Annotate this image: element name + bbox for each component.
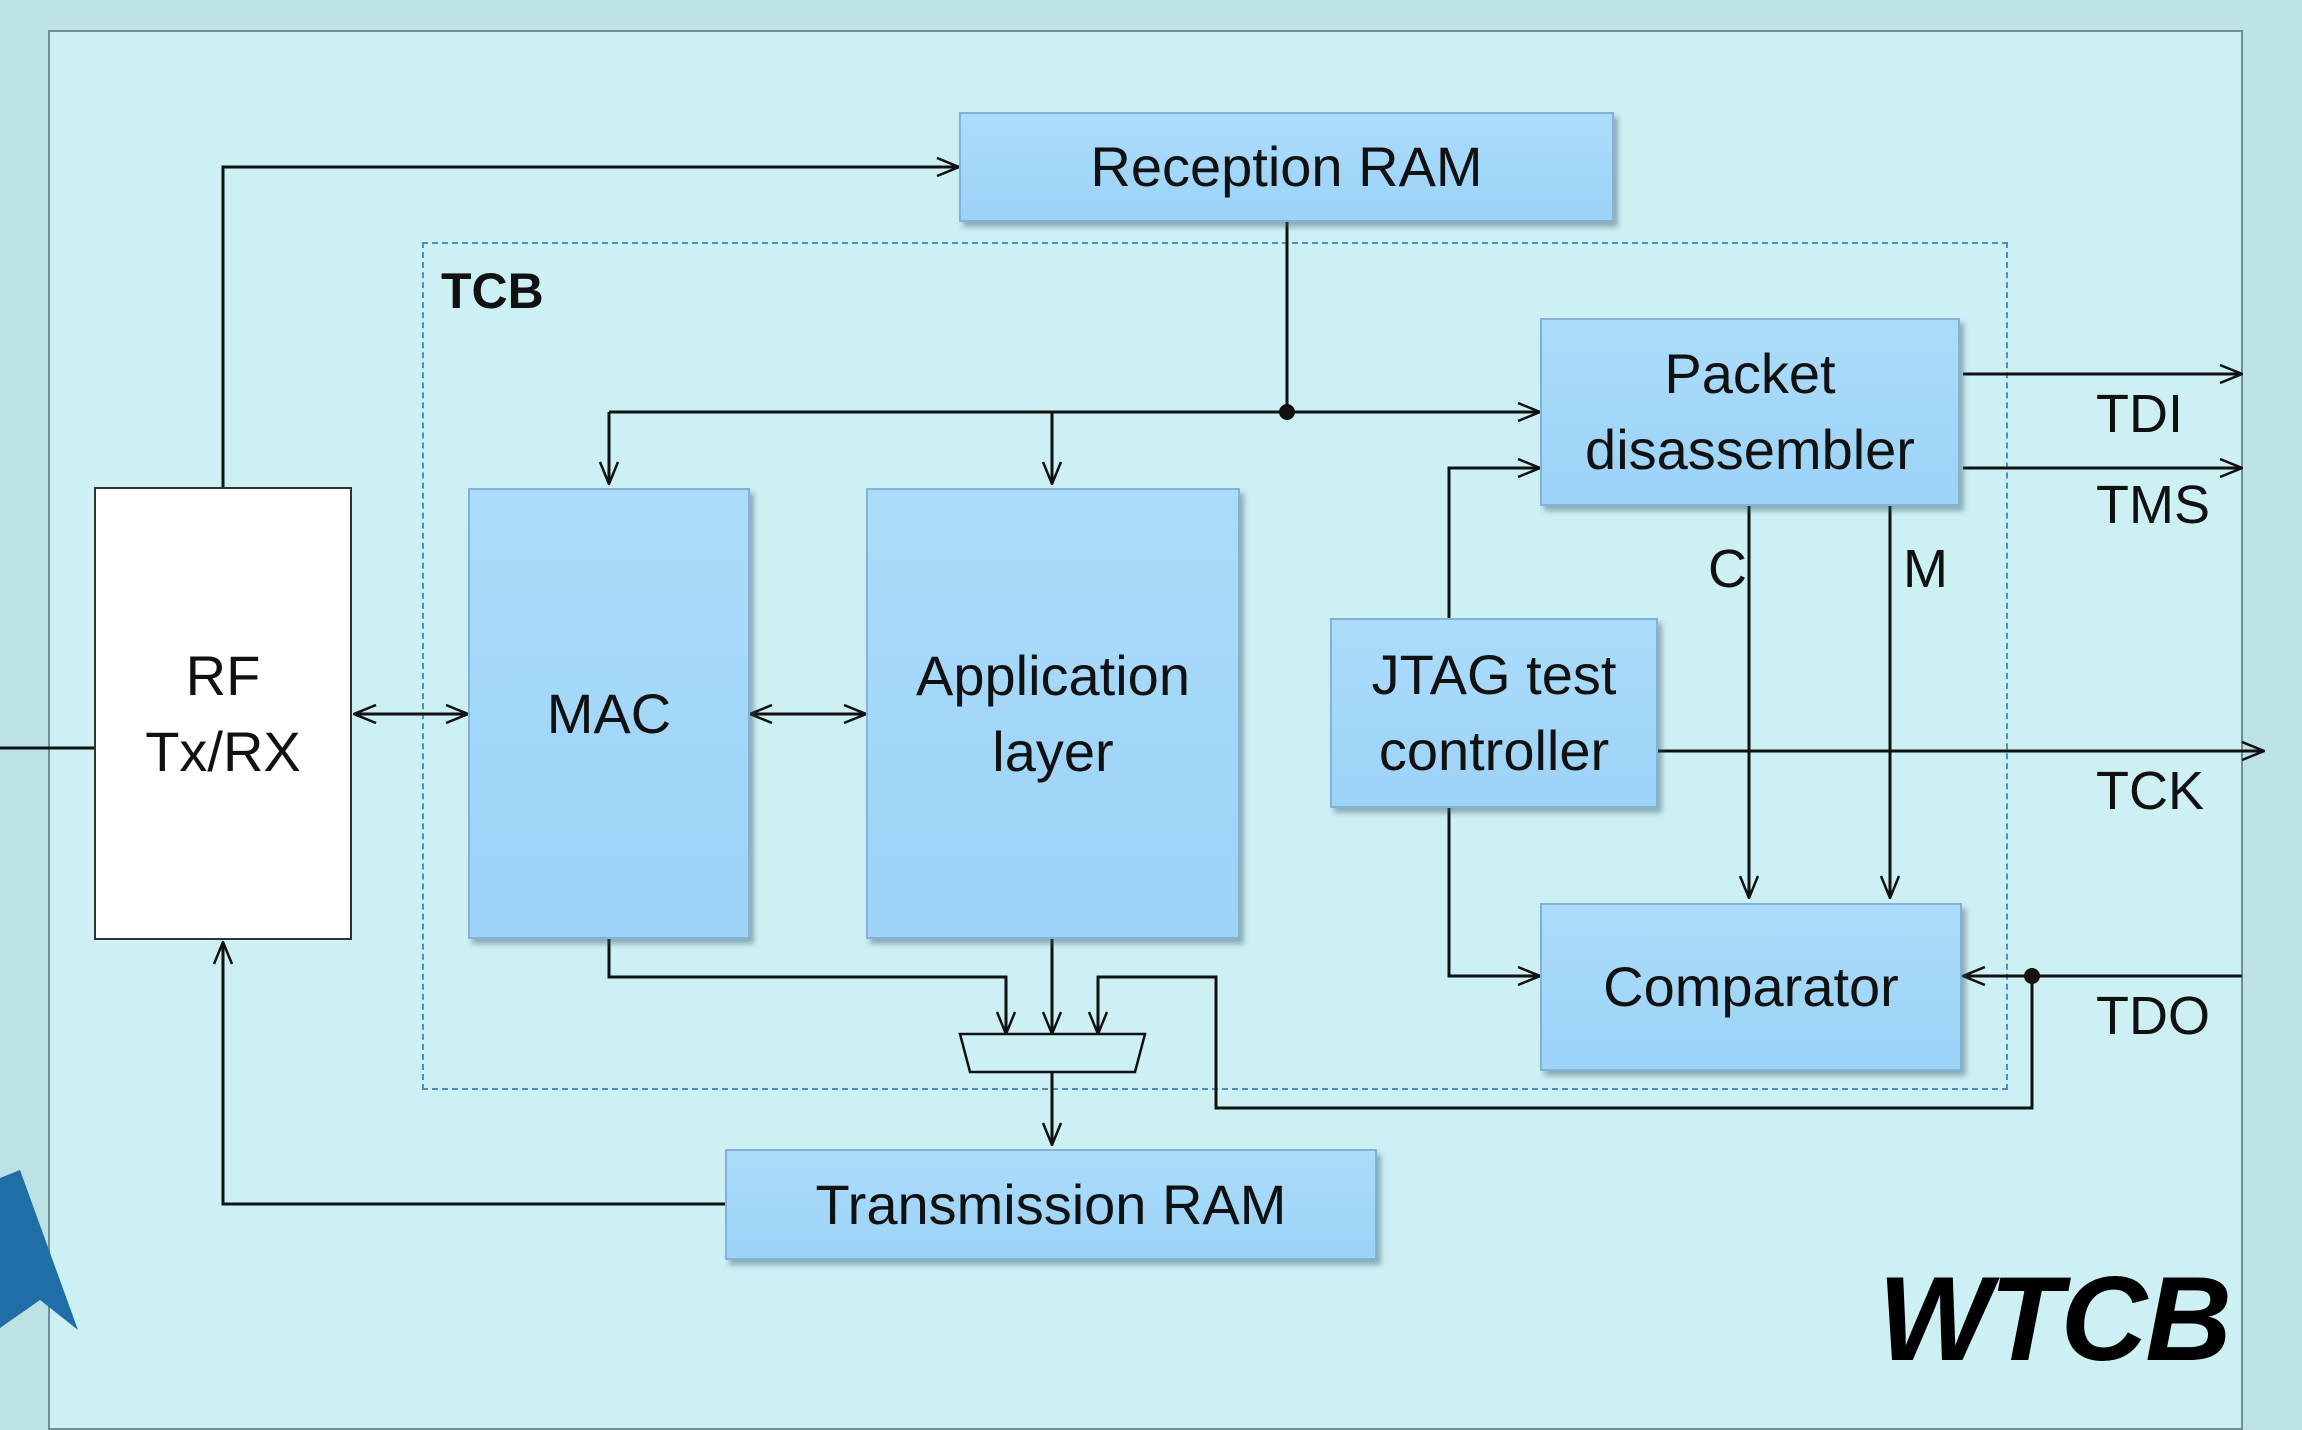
rf-block: RF Tx/RX	[94, 487, 352, 940]
tck-label: TCK	[2096, 761, 2204, 821]
mac-to-mux	[607, 939, 1006, 1034]
transmission-ram-to-rf	[223, 942, 725, 1206]
jtag-controller-label: JTAG test controller	[1371, 643, 1617, 782]
tdo-junction-dot	[2024, 968, 2040, 984]
wtcb-watermark: WTCB	[1878, 1252, 2232, 1386]
rf-to-reception-ram	[221, 167, 959, 487]
tdo-label: TDO	[2096, 986, 2210, 1046]
tdo-to-mux	[1098, 975, 2034, 1110]
rf-label: RF Tx/RX	[145, 643, 301, 783]
bus-junction-dot	[1279, 404, 1295, 420]
multiplexer	[958, 1032, 1147, 1074]
jtag-to-packet-disassembler	[1447, 468, 1540, 618]
reception-ram-block: Reception RAM	[959, 112, 1614, 222]
application-layer-block: Application layer	[866, 488, 1240, 939]
transmission-ram-label: Transmission RAM	[815, 1172, 1287, 1236]
tms-label: TMS	[2096, 475, 2210, 535]
transmission-ram-block: Transmission RAM	[725, 1149, 1377, 1260]
tcb-label: TCB	[441, 263, 544, 319]
comparator-block: Comparator	[1540, 903, 1962, 1071]
tdi-label: TDI	[2096, 384, 2183, 444]
packet-disassembler-block: Packet disassembler	[1540, 318, 1960, 506]
m-label: M	[1903, 539, 1948, 599]
packet-disassembler-label: Packet disassembler	[1585, 342, 1915, 481]
mac-label: MAC	[546, 681, 672, 745]
c-label: C	[1708, 539, 1747, 599]
comparator-label: Comparator	[1603, 955, 1899, 1019]
reception-ram-label: Reception RAM	[1090, 135, 1483, 199]
mac-block: MAC	[468, 488, 750, 939]
jtag-to-comparator	[1447, 808, 1540, 976]
application-layer-label: Application layer	[916, 643, 1190, 783]
logo-fragment-icon	[0, 1170, 78, 1330]
jtag-controller-block: JTAG test controller	[1330, 618, 1658, 808]
